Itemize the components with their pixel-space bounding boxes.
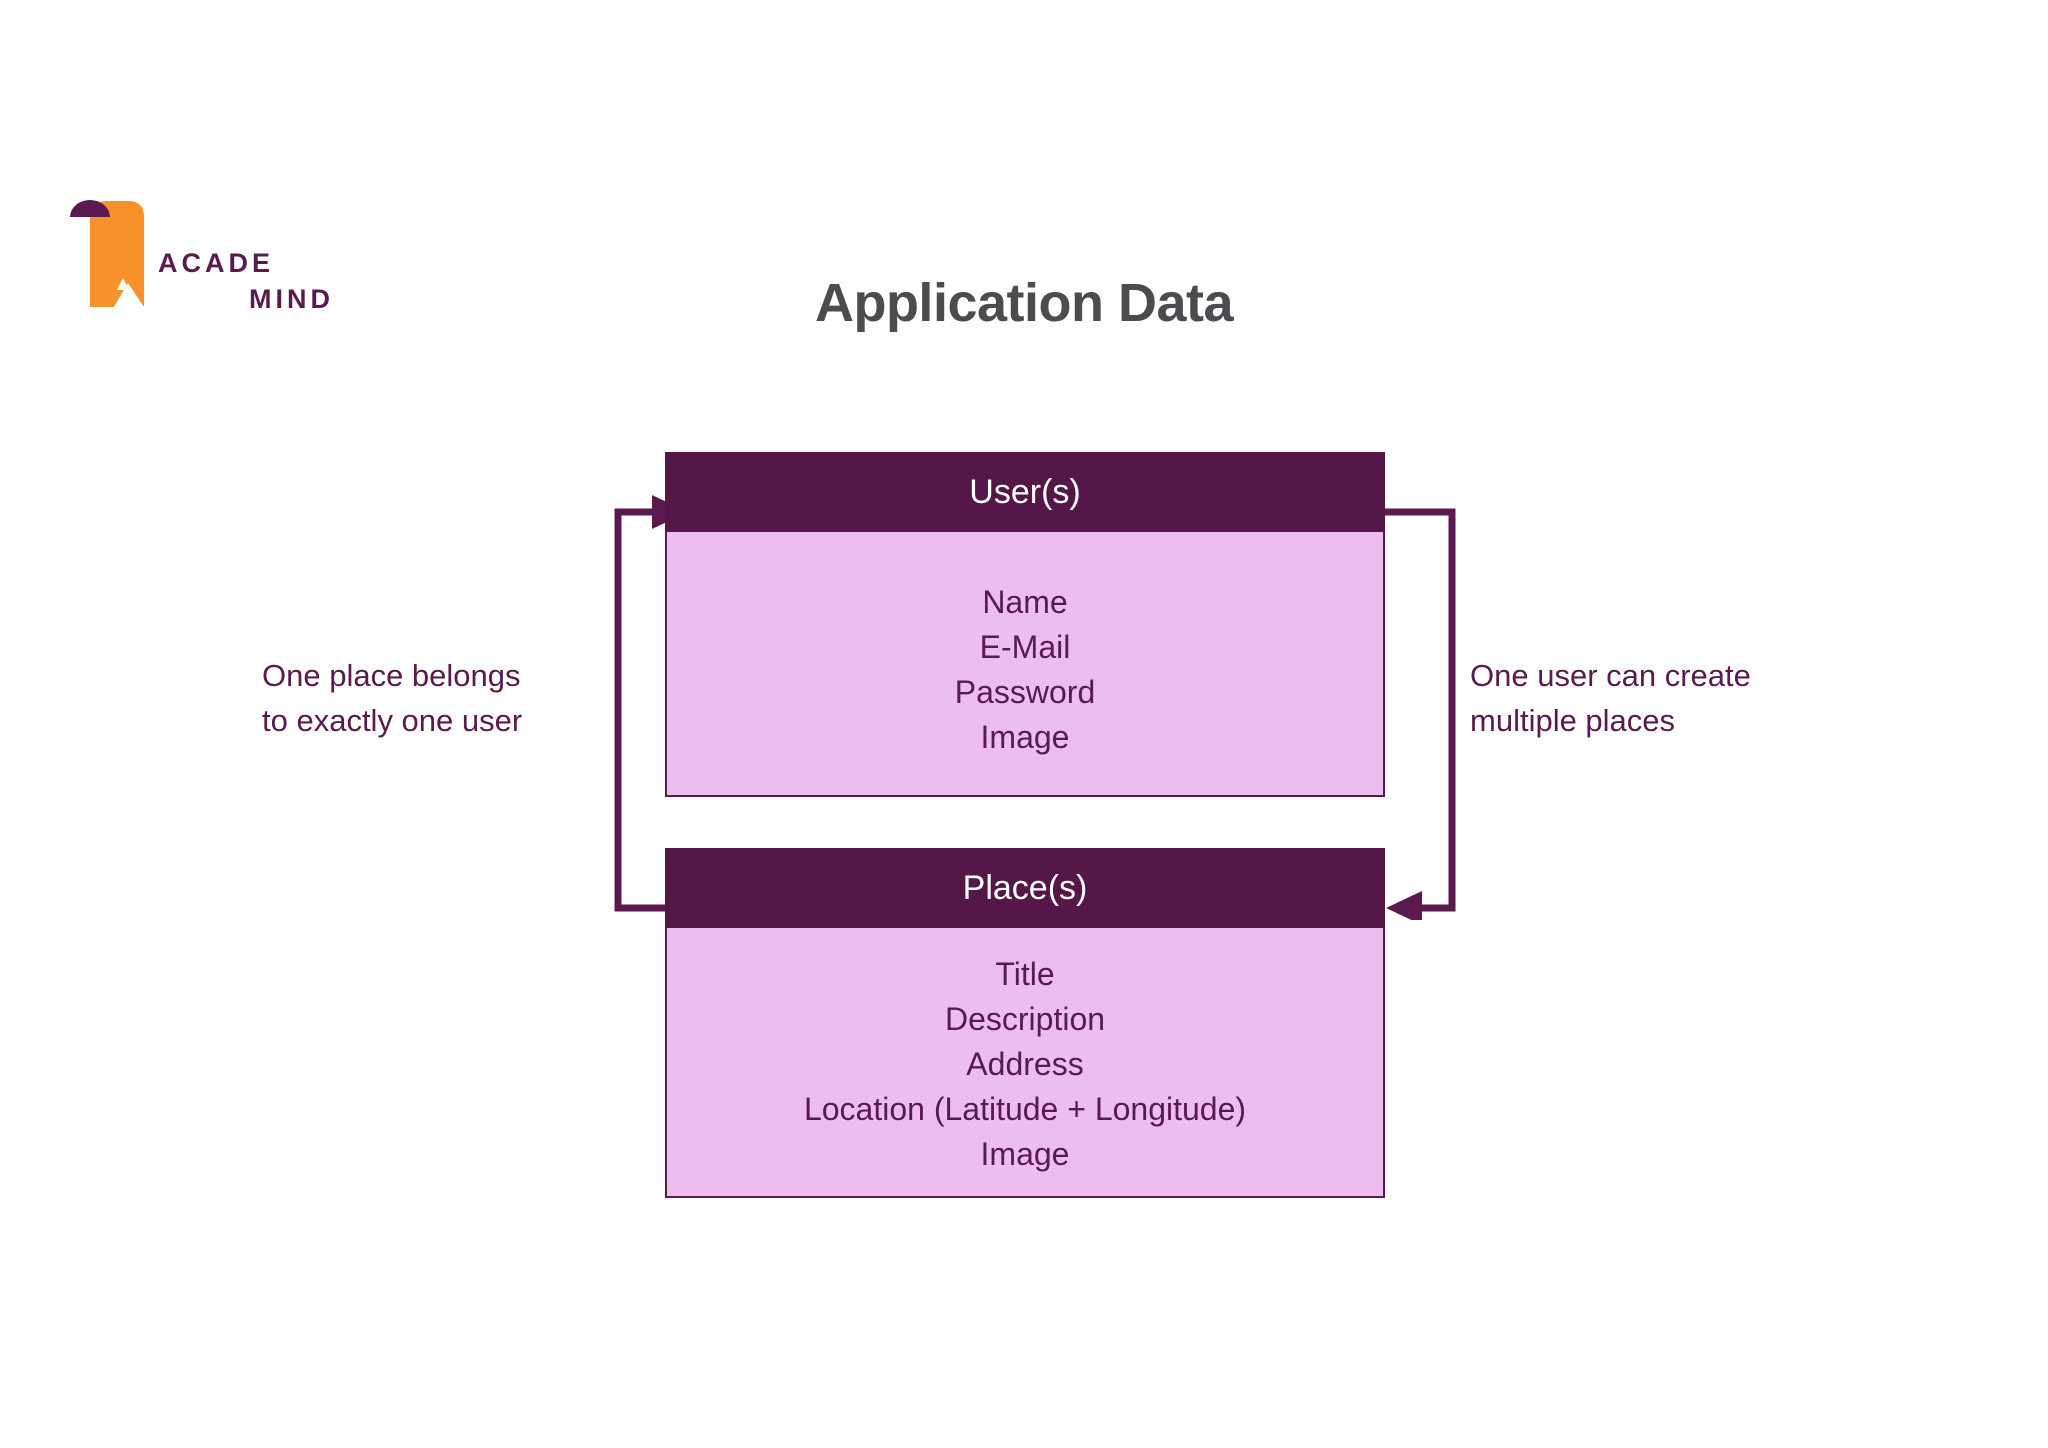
entity-card-user: User(s) Name E-Mail Password Image [665, 452, 1385, 797]
relationship-label-place-to-user: One place belongs to exactly one user [262, 653, 662, 743]
relationship-label-line: to exactly one user [262, 703, 523, 738]
relationship-label-line: One place belongs [262, 658, 521, 693]
academind-wordmark: ACADE MIND [158, 245, 338, 317]
relationship-label-user-to-place: One user can create multiple places [1470, 653, 1870, 743]
entity-fields-user: Name E-Mail Password Image [665, 532, 1385, 797]
entity-field: Image [980, 719, 1070, 755]
relationship-label-line: One user can create [1470, 658, 1751, 693]
entity-header-user: User(s) [665, 452, 1385, 532]
entity-field: Password [954, 674, 1096, 710]
logo-line-mind: MIND [249, 284, 334, 314]
entity-field: Description [944, 1001, 1106, 1037]
relationship-label-line: multiple places [1470, 703, 1676, 738]
entity-field: E-Mail [979, 629, 1071, 665]
logo-line-acade: ACADE [158, 248, 275, 278]
page-title: Application Data [814, 273, 1234, 333]
academind-mark-icon [70, 200, 144, 307]
academind-logo: ACADE MIND [70, 195, 330, 330]
entity-field: Title [995, 956, 1055, 992]
entity-card-place: Place(s) Title Description Address Locat… [665, 848, 1385, 1198]
entity-field: Address [966, 1046, 1084, 1082]
entity-field: Image [980, 1136, 1070, 1172]
entity-header-place: Place(s) [665, 848, 1385, 928]
entity-fields-place: Title Description Address Location (Lati… [665, 928, 1385, 1198]
entity-field: Name [982, 584, 1068, 620]
entity-field: Location (Latitude + Longitude) [803, 1091, 1247, 1127]
